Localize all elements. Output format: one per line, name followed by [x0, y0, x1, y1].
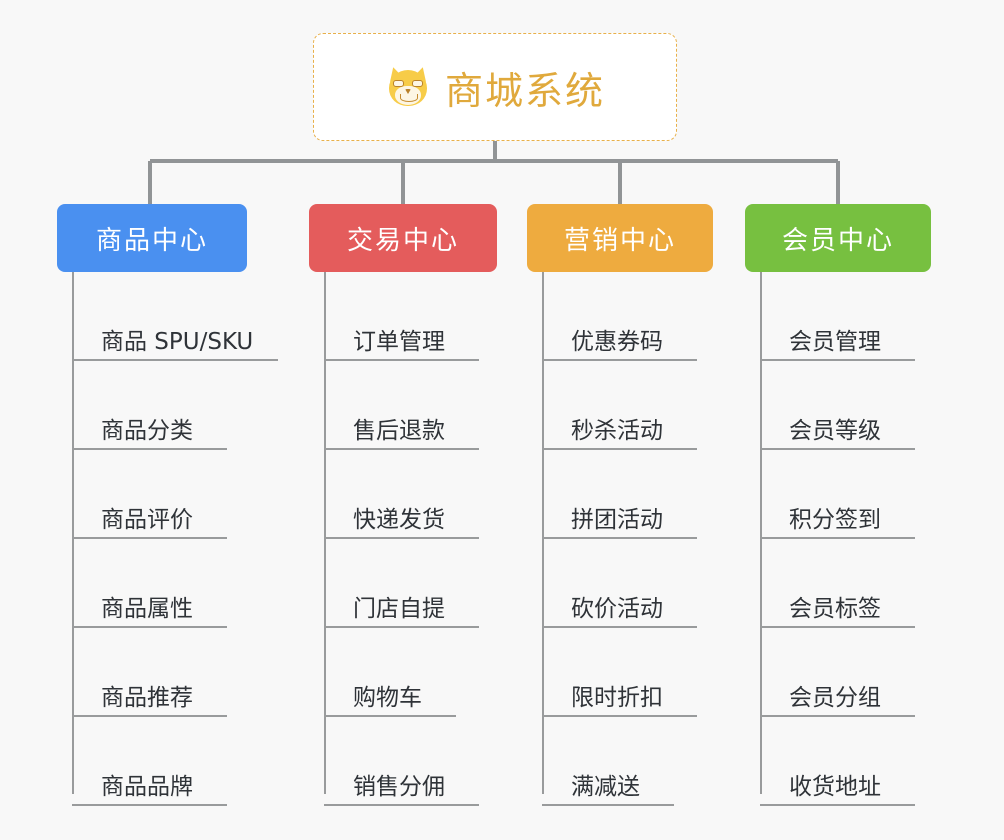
leaf-list-member-center: 会员管理会员等级积分签到会员标签会员分组收货地址	[745, 272, 931, 806]
leaf-item-underline	[542, 448, 697, 450]
leaf-item-label: 限时折扣	[571, 685, 663, 711]
leaf-item-underline	[760, 626, 915, 628]
leaf-item-underline	[324, 448, 479, 450]
leaf-item-label: 门店自提	[353, 596, 445, 622]
leaf-item[interactable]: 快递发货	[309, 450, 497, 539]
leaf-item[interactable]: 商品属性	[57, 539, 247, 628]
leaf-item[interactable]: 商品评价	[57, 450, 247, 539]
leaf-item-underline	[542, 626, 697, 628]
shiba-dog-icon	[385, 64, 431, 110]
branch-header-label: 营销中心	[563, 225, 676, 256]
leaf-item-underline	[542, 537, 697, 539]
leaf-item-label: 砍价活动	[571, 596, 663, 622]
leaf-item[interactable]: 商品品牌	[57, 717, 247, 806]
leaf-item-label: 商品评价	[101, 507, 193, 533]
branch-column-marketing-center: 营销中心优惠券码秒杀活动拼团活动砍价活动限时折扣满减送	[527, 204, 713, 806]
leaf-item[interactable]: 商品分类	[57, 361, 247, 450]
leaf-item-label: 订单管理	[353, 329, 445, 355]
leaf-item[interactable]: 会员分组	[745, 628, 931, 717]
leaf-list-trade-center: 订单管理售后退款快递发货门店自提购物车销售分佣	[309, 272, 497, 806]
leaf-item[interactable]: 优惠券码	[527, 272, 713, 361]
root-node[interactable]: 商城系统	[313, 33, 677, 141]
leaf-list-marketing-center: 优惠券码秒杀活动拼团活动砍价活动限时折扣满减送	[527, 272, 713, 806]
leaf-item-label: 会员等级	[789, 418, 881, 444]
leaf-item-underline	[542, 715, 697, 717]
branch-column-trade-center: 交易中心订单管理售后退款快递发货门店自提购物车销售分佣	[309, 204, 497, 806]
leaf-item[interactable]: 订单管理	[309, 272, 497, 361]
branch-header-marketing-center[interactable]: 营销中心	[527, 204, 713, 272]
leaf-item-label: 拼团活动	[571, 507, 663, 533]
leaf-item-underline	[324, 359, 479, 361]
leaf-item-underline	[760, 448, 915, 450]
branch-column-product-center: 商品中心商品 SPU/SKU 商品分类商品评价商品属性商品推荐商品品牌	[57, 204, 278, 806]
leaf-item-underline	[324, 537, 479, 539]
leaf-item[interactable]: 限时折扣	[527, 628, 713, 717]
leaf-item-label: 优惠券码	[571, 329, 663, 355]
leaf-item-label: 商品分类	[101, 418, 193, 444]
leaf-item-label: 秒杀活动	[571, 418, 663, 444]
leaf-item-label: 商品 SPU/SKU	[101, 329, 254, 355]
leaf-item[interactable]: 门店自提	[309, 539, 497, 628]
leaf-item-label: 会员分组	[789, 685, 881, 711]
leaf-item-underline	[542, 359, 697, 361]
leaf-item[interactable]: 砍价活动	[527, 539, 713, 628]
leaf-item-underline	[72, 626, 227, 628]
leaf-item[interactable]: 售后退款	[309, 361, 497, 450]
leaf-item[interactable]: 会员管理	[745, 272, 931, 361]
leaf-item-label: 购物车	[353, 685, 422, 711]
leaf-item-underline	[72, 804, 227, 806]
leaf-item-underline	[324, 804, 479, 806]
leaf-item-underline	[72, 537, 227, 539]
leaf-item[interactable]: 满减送	[527, 717, 713, 806]
root-title: 商城系统	[444, 68, 605, 113]
branch-header-product-center[interactable]: 商品中心	[57, 204, 247, 272]
leaf-item-label: 满减送	[571, 774, 640, 800]
branch-header-label: 交易中心	[346, 225, 459, 256]
leaf-item[interactable]: 积分签到	[745, 450, 931, 539]
leaf-item-label: 积分签到	[789, 507, 881, 533]
leaf-item-underline	[542, 804, 674, 806]
leaf-item-underline	[760, 359, 915, 361]
leaf-item-label: 商品属性	[101, 596, 193, 622]
leaf-item-underline	[760, 804, 915, 806]
leaf-item-underline	[760, 537, 915, 539]
leaf-item-label: 快递发货	[353, 507, 445, 533]
leaf-item-underline	[72, 359, 278, 361]
leaf-item[interactable]: 秒杀活动	[527, 361, 713, 450]
leaf-item[interactable]: 会员标签	[745, 539, 931, 628]
leaf-item[interactable]: 会员等级	[745, 361, 931, 450]
branch-header-member-center[interactable]: 会员中心	[745, 204, 931, 272]
leaf-item-label: 售后退款	[353, 418, 445, 444]
leaf-item-label: 会员管理	[789, 329, 881, 355]
leaf-item-underline	[760, 715, 915, 717]
leaf-item-label: 收货地址	[789, 774, 881, 800]
leaf-item-label: 会员标签	[789, 596, 881, 622]
branch-column-member-center: 会员中心会员管理会员等级积分签到会员标签会员分组收货地址	[745, 204, 931, 806]
leaf-list-product-center: 商品 SPU/SKU 商品分类商品评价商品属性商品推荐商品品牌	[57, 272, 278, 806]
branch-header-label: 会员中心	[781, 225, 894, 256]
leaf-item-underline	[72, 715, 227, 717]
leaf-item-underline	[324, 626, 479, 628]
leaf-item[interactable]: 收货地址	[745, 717, 931, 806]
leaf-item[interactable]: 商品推荐	[57, 628, 247, 717]
leaf-item[interactable]: 销售分佣	[309, 717, 497, 806]
leaf-item[interactable]: 拼团活动	[527, 450, 713, 539]
leaf-item-underline	[72, 448, 227, 450]
leaf-item[interactable]: 购物车	[309, 628, 497, 717]
leaf-item-label: 商品品牌	[101, 774, 193, 800]
leaf-item-label: 销售分佣	[353, 774, 445, 800]
leaf-item-underline	[324, 715, 456, 717]
branch-header-label: 商品中心	[95, 225, 208, 256]
branch-header-trade-center[interactable]: 交易中心	[309, 204, 497, 272]
leaf-item-label: 商品推荐	[101, 685, 193, 711]
leaf-item[interactable]: 商品 SPU/SKU	[57, 272, 278, 361]
